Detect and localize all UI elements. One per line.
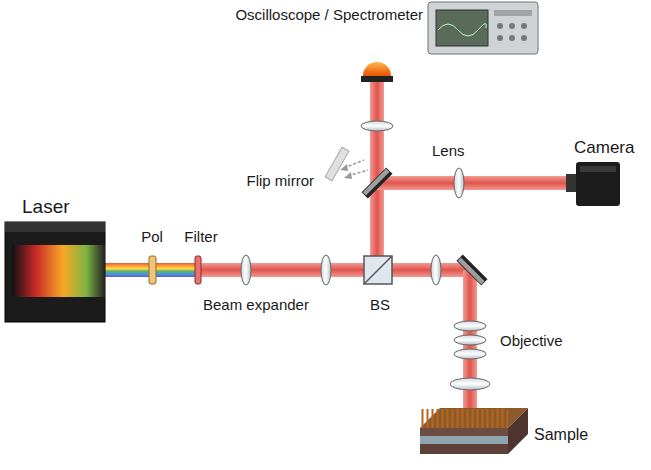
component-label: Pol bbox=[141, 228, 163, 245]
instrument-label: Oscilloscope / Spectrometer bbox=[235, 6, 423, 23]
component-label: Filter bbox=[184, 228, 217, 245]
component-label: Laser bbox=[22, 196, 70, 218]
component-label: Camera bbox=[574, 138, 634, 158]
component-label: Objective bbox=[500, 332, 563, 349]
component-label: Flip mirror bbox=[247, 172, 315, 189]
component-label: BS bbox=[370, 296, 390, 313]
component-label: Beam expander bbox=[203, 296, 309, 313]
component-label: Sample bbox=[534, 426, 588, 444]
component-label: Lens bbox=[432, 142, 465, 159]
